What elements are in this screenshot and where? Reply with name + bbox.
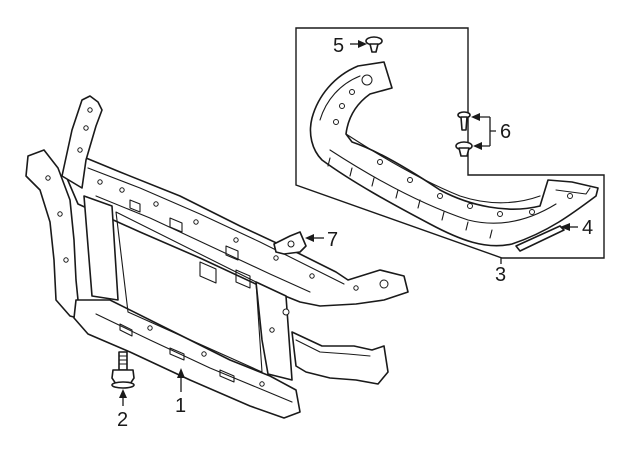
callout-4: 4 [582,217,593,239]
radiator-support [25,95,409,419]
deflector-panel [309,61,599,247]
push-clip [365,36,383,53]
callout-6: 6 [500,121,511,143]
detail-inset-frame [295,27,605,259]
callout-3: 3 [495,264,506,286]
callout-1: 1 [175,395,186,417]
leader-6 [480,116,496,147]
bolt [111,351,135,389]
small-bracket [273,231,307,255]
callout-7: 7 [327,229,338,251]
callout-5: 5 [333,35,344,57]
callout-2: 2 [117,409,128,431]
seal-strip [515,225,565,252]
retainer-clips [455,111,473,157]
